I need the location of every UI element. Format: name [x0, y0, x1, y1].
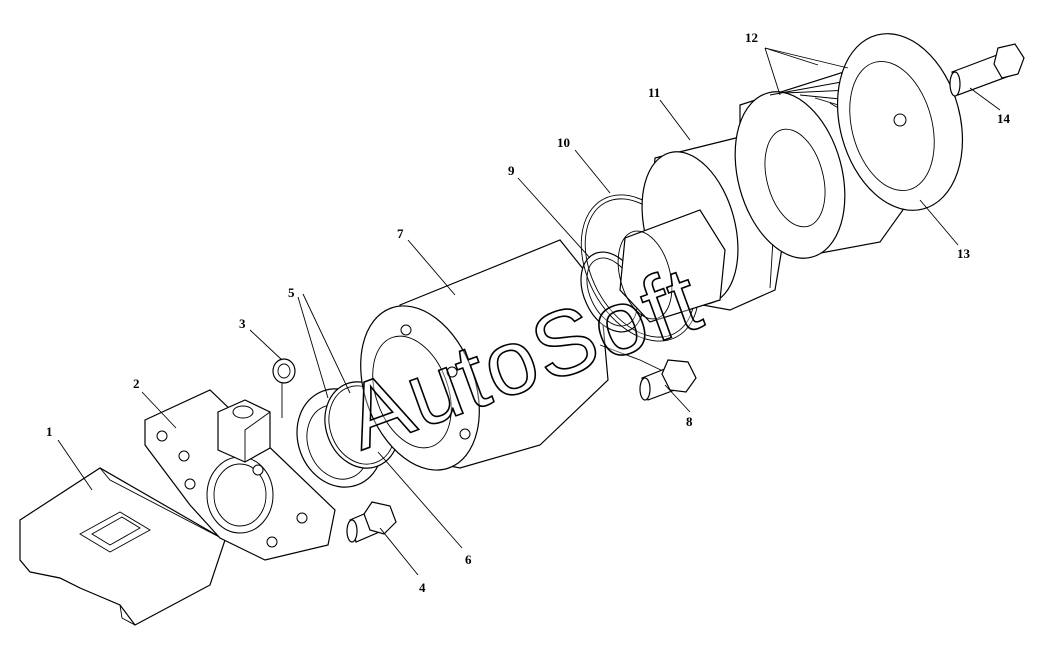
callout-10: 10 [557, 135, 570, 150]
part-2-flange-bracket [144, 389, 336, 561]
callout-14: 14 [997, 111, 1011, 126]
part-4-bolt [346, 501, 397, 543]
callout-11: 11 [648, 85, 660, 100]
callout-2: 2 [133, 376, 140, 391]
callout-7: 7 [397, 226, 404, 241]
part-13-end-disc [836, 33, 964, 211]
leader-lines [57, 47, 1001, 576]
callout-labels: 1 2 3 4 5 6 7 8 9 10 11 12 13 14 [46, 30, 1011, 595]
callout-9: 9 [508, 163, 515, 178]
part-3-washer [272, 358, 296, 418]
callout-12: 12 [745, 30, 758, 45]
callout-1: 1 [46, 424, 53, 439]
callout-6: 6 [465, 552, 472, 567]
callout-8: 8 [686, 414, 693, 429]
callout-4: 4 [419, 580, 426, 595]
callout-13: 13 [957, 246, 971, 261]
callout-3: 3 [239, 316, 246, 331]
callout-5: 5 [288, 285, 295, 300]
part-1-base-plate [19, 467, 226, 626]
part-7-housing [360, 239, 666, 471]
part-14-bolt [949, 43, 1025, 97]
